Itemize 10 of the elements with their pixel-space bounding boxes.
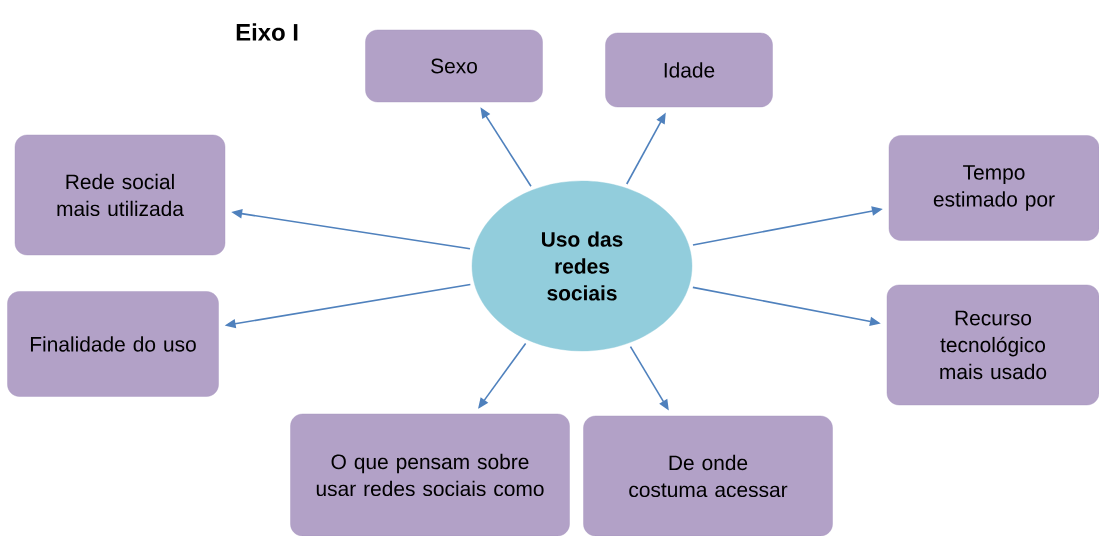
topic-box: Finalidade do uso — [7, 291, 219, 397]
topic-box: O que pensam sobre usar redes sociais como — [290, 413, 570, 536]
heading: Eixo I — [236, 23, 298, 41]
topic-box: Rede social mais utilizada — [14, 134, 226, 256]
topic-box: Idade — [605, 32, 773, 108]
topic-box: Recurso tecnológico mais usado — [886, 284, 1099, 406]
topic-box: Sexo — [365, 29, 543, 103]
arrow — [478, 342, 527, 409]
topic-box: Tempo estimado por — [888, 135, 1099, 241]
topic-box: De onde costuma acessar — [583, 415, 833, 536]
